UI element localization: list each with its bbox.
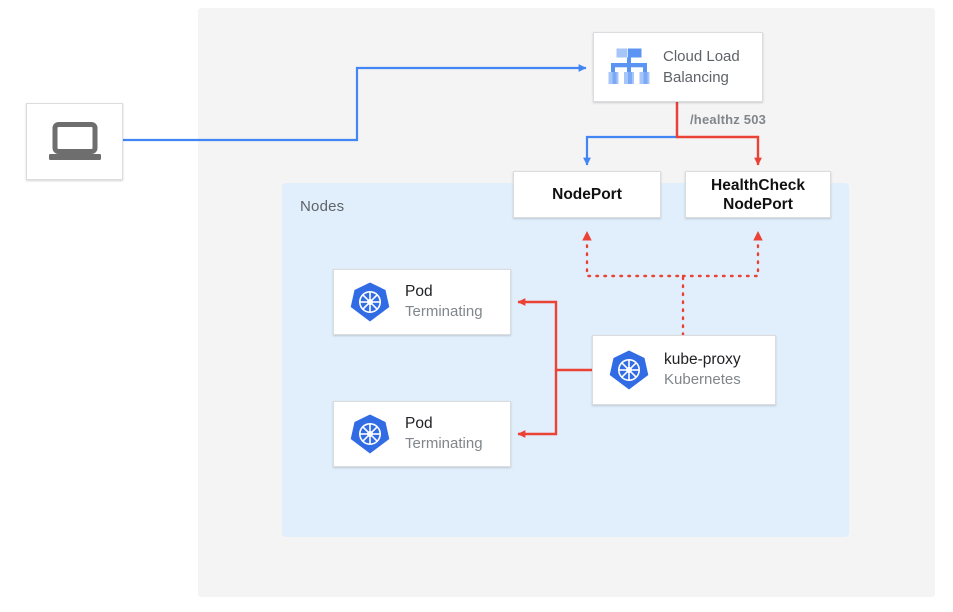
client-node[interactable]	[26, 103, 123, 180]
hcnp-label-line1: HealthCheck	[711, 176, 805, 194]
pod-2-labels: Pod Terminating	[405, 414, 483, 454]
kube-proxy-labels: kube-proxy Kubernetes	[664, 350, 741, 390]
kube-proxy-node[interactable]: kube-proxy Kubernetes	[592, 335, 776, 405]
flow-kubeproxy-to-pod-1	[517, 298, 592, 372]
kube-proxy-name: kube-proxy	[664, 351, 741, 368]
nodes-region-label: Nodes	[300, 198, 345, 215]
healthcheck-nodeport-node[interactable]: HealthCheck NodePort	[685, 171, 831, 218]
pod-node-1[interactable]: Pod Terminating	[333, 269, 511, 335]
nodeport-node[interactable]: NodePort	[513, 171, 661, 218]
cloud-load-balancing-icon	[608, 48, 650, 84]
hcnp-label-line2: NodePort	[723, 195, 793, 213]
clb-label-line1: Cloud Load	[663, 48, 740, 65]
laptop-icon	[48, 121, 101, 160]
kubernetes-icon	[350, 414, 390, 454]
flow-load-balancer-to-nodeport	[583, 102, 679, 166]
kubernetes-icon	[609, 350, 649, 390]
healthz-label: /healthz 503	[690, 112, 767, 127]
pod-2-status: Terminating	[405, 435, 483, 452]
flow-kubeproxy-to-pod-2	[517, 370, 558, 438]
pod-1-status: Terminating	[405, 303, 483, 320]
flow-kubeproxy-to-nodeport-dotted	[582, 230, 685, 337]
flow-healthz-to-healthcheck-nodeport	[675, 102, 762, 166]
flow-kubeproxy-to-healthcheck-nodeport-dotted	[681, 230, 763, 278]
pod-node-2[interactable]: Pod Terminating	[333, 401, 511, 467]
kube-proxy-subtitle: Kubernetes	[664, 371, 741, 388]
cloud-load-balancing-node[interactable]: Cloud Load Balancing	[593, 32, 763, 102]
flow-client-to-load-balancer	[123, 64, 587, 142]
healthcheck-nodeport-label: HealthCheck NodePort	[711, 176, 805, 214]
cloud-load-balancing-label: Cloud Load Balancing	[663, 46, 740, 88]
pod-2-name: Pod	[405, 415, 433, 432]
clb-label-line2: Balancing	[663, 69, 729, 86]
pod-1-labels: Pod Terminating	[405, 282, 483, 322]
nodeport-label: NodePort	[552, 186, 622, 203]
kubernetes-icon	[350, 282, 390, 322]
pod-1-name: Pod	[405, 283, 433, 300]
